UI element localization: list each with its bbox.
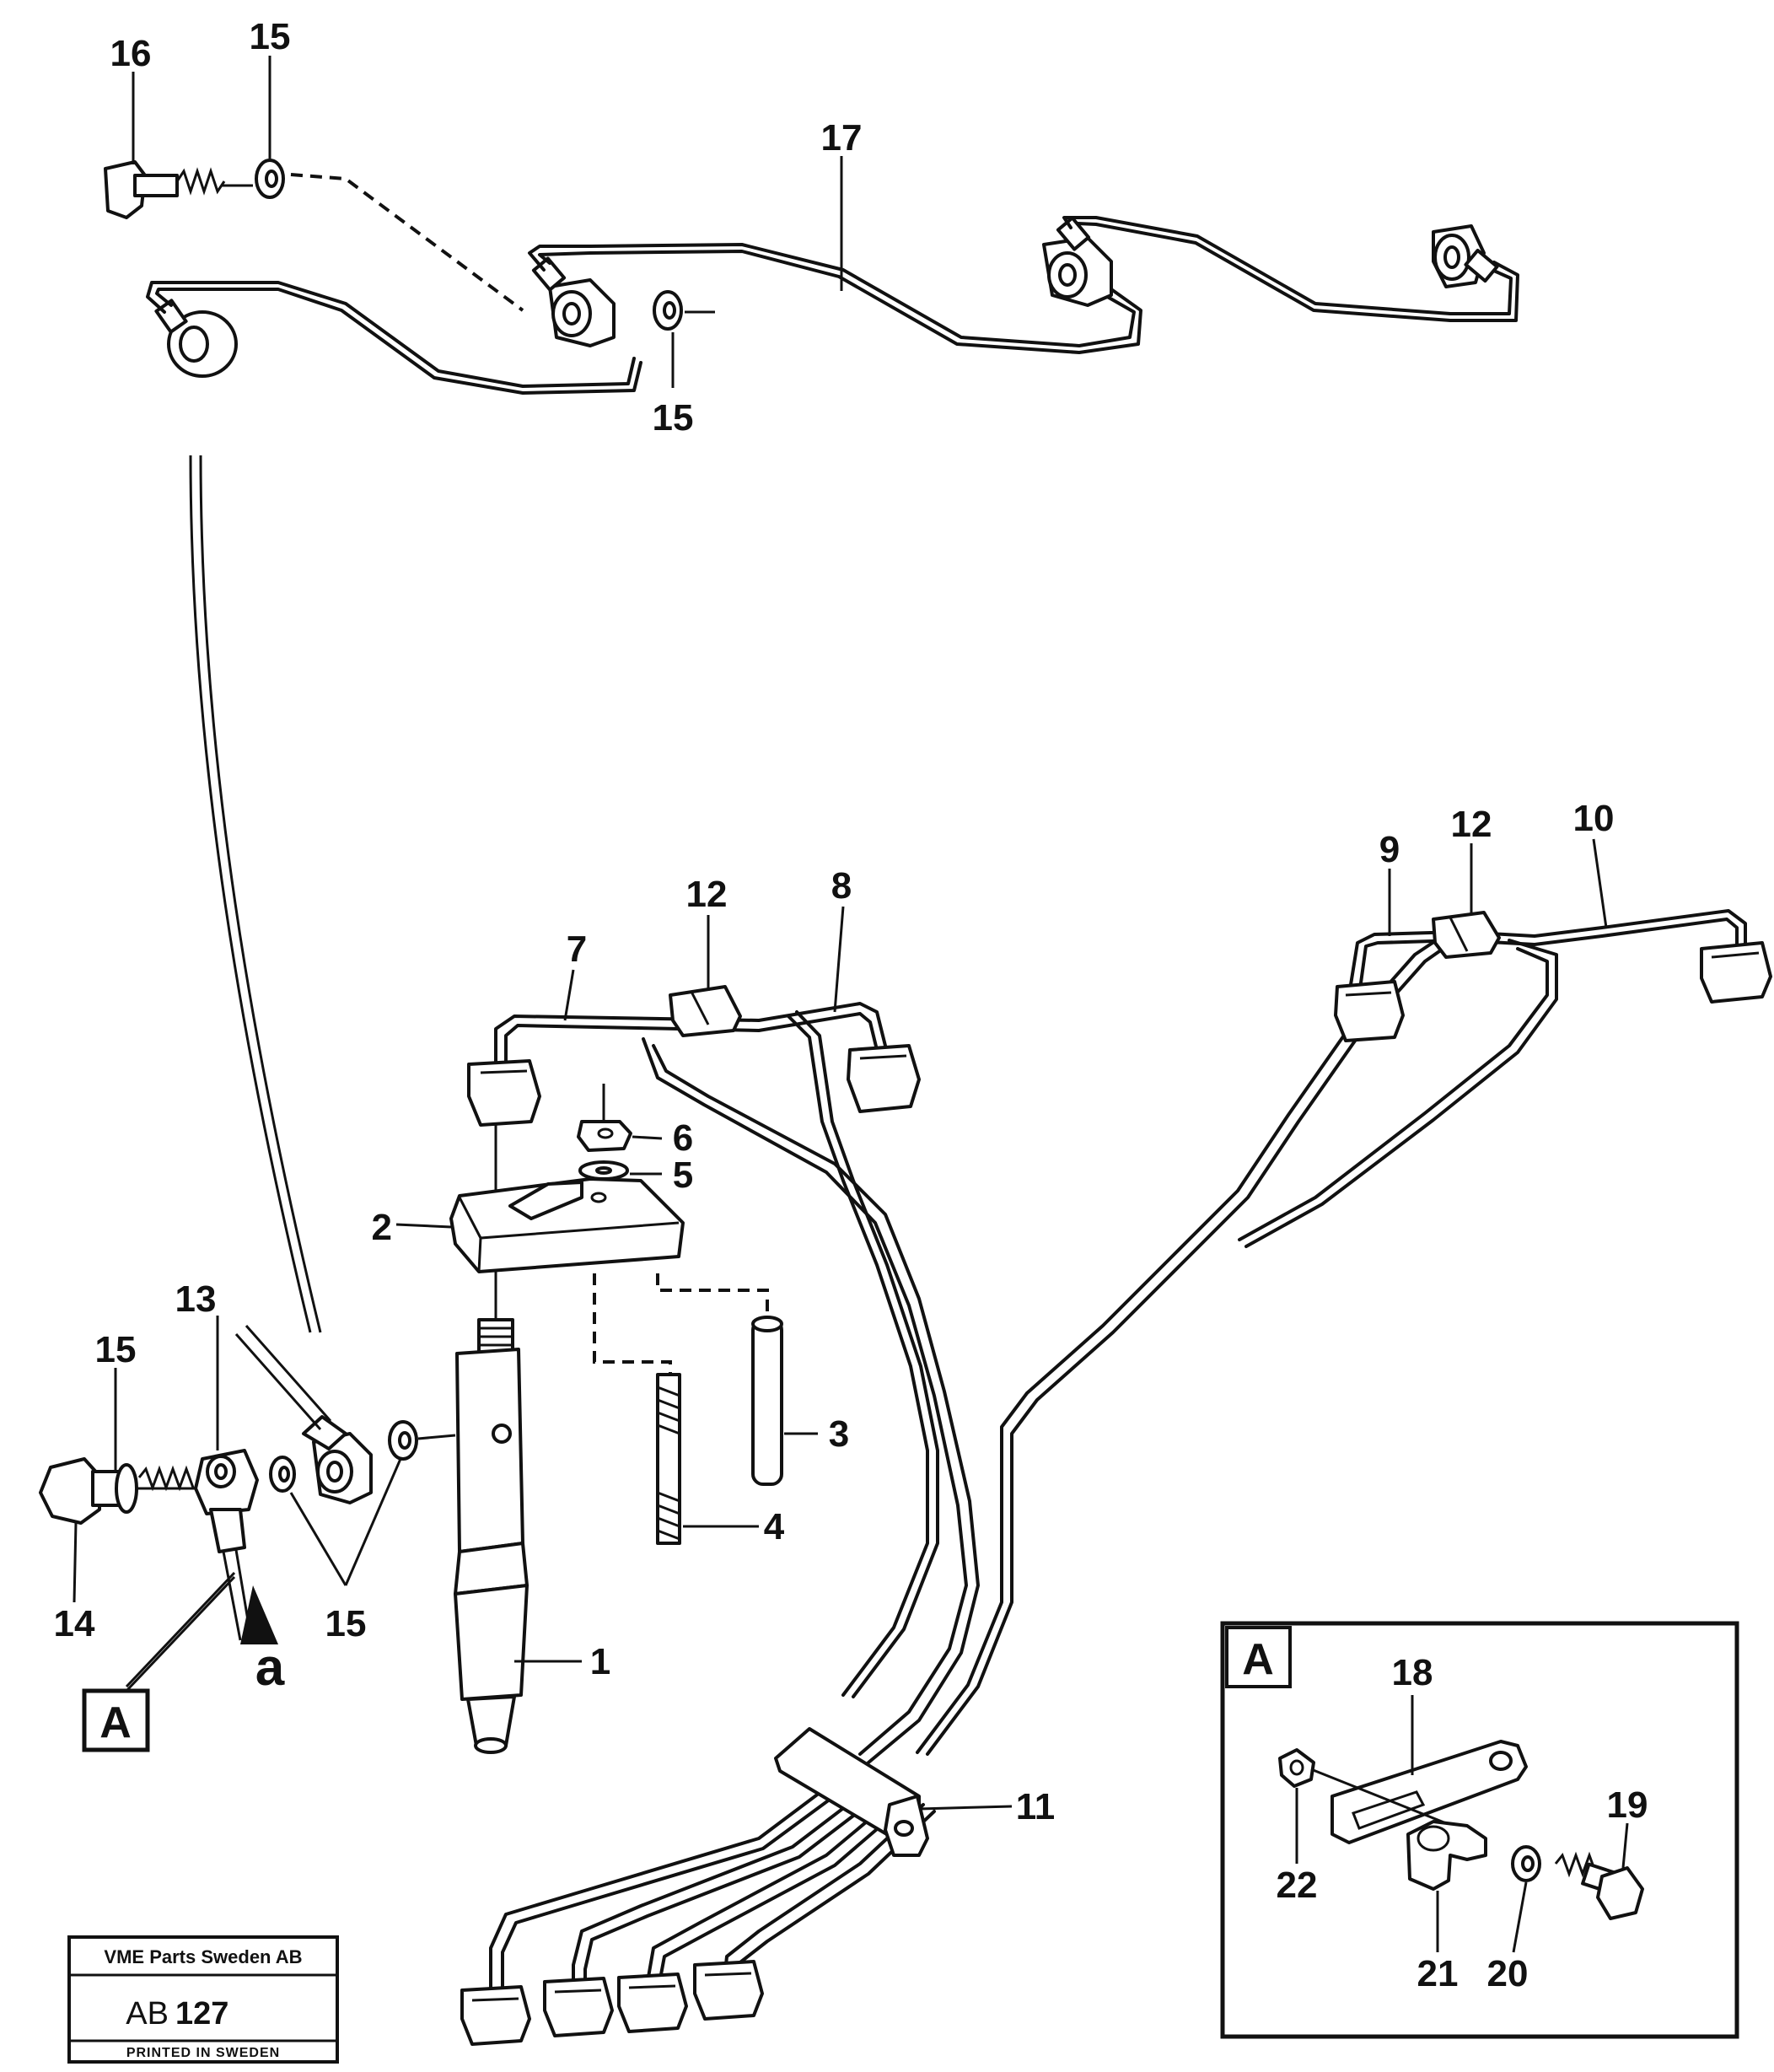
callout-7: 7 — [567, 928, 587, 970]
callout-11: 11 — [1016, 1786, 1056, 1827]
union-nut-pipe-10 — [1700, 941, 1772, 1004]
detail-view-label: A — [1242, 1635, 1274, 1684]
callout-15-bottom: 15 — [325, 1603, 367, 1644]
callout-1: 1 — [590, 1641, 610, 1682]
callout-labels: 16 15 17 15 12 10 9 12 8 7 6 5 2 13 15 3… — [54, 16, 1648, 1994]
clamp-bracket-2 — [449, 1177, 685, 1273]
fuel-injector-1 — [454, 1318, 529, 1754]
return-fuel-line-assembly — [104, 56, 1519, 395]
stamp-code-prefix: AB — [126, 1996, 169, 2032]
pipe-clamp-11 — [774, 1727, 929, 1857]
callout-6: 6 — [673, 1117, 693, 1159]
callout-15-middle: 15 — [653, 397, 694, 439]
pipe-clip-12-left — [669, 985, 742, 1037]
washer-20 — [1511, 1845, 1541, 1882]
banjo-bolt-14 — [39, 1457, 202, 1525]
view-arrow-a — [240, 1585, 278, 1644]
title-block-stamp: VME Parts Sweden AB AB 127 PRINTED IN SW… — [67, 1935, 339, 2064]
callout-12-left: 12 — [686, 874, 728, 915]
union-nut-pipe-8 — [847, 1044, 921, 1113]
copper-washer-15-middle — [653, 290, 715, 331]
copper-washer-15-left — [269, 1456, 296, 1493]
callout-8: 8 — [831, 865, 852, 907]
delivery-pipes-9-10 — [916, 909, 1772, 1756]
copper-washer-15-right — [388, 1420, 456, 1461]
stamp-company: VME Parts Sweden AB — [104, 1946, 302, 1967]
callout-5: 5 — [673, 1154, 693, 1196]
callout-16: 16 — [110, 33, 152, 74]
callout-2: 2 — [372, 1207, 392, 1248]
stamp-footer: PRINTED IN SWEDEN — [126, 2046, 280, 2060]
clamp-strap-18 — [1330, 1740, 1528, 1844]
copper-washer-15-top — [255, 159, 285, 199]
banjo-eye-middle — [531, 256, 616, 347]
callout-15-left: 15 — [95, 1329, 137, 1370]
detail-reference-label: A — [99, 1698, 132, 1747]
detail-view-label-box — [1225, 1626, 1292, 1688]
dowel-pin-3 — [751, 1316, 783, 1486]
detail-view-a: A — [1220, 1621, 1739, 2039]
callout-17: 17 — [821, 117, 863, 159]
nut-6 — [577, 1120, 632, 1152]
union-nut-bottom-1 — [460, 1985, 531, 2046]
callout-20: 20 — [1487, 1953, 1529, 1994]
callout-14: 14 — [54, 1603, 95, 1644]
pipe-clip-12-right — [1432, 911, 1501, 959]
stud-4 — [656, 1373, 681, 1545]
washer-5 — [578, 1160, 629, 1181]
delivery-pipes-7-8 — [467, 985, 980, 1764]
callout-13: 13 — [175, 1278, 217, 1320]
union-nut-bottom-4 — [693, 1960, 764, 2021]
callout-22: 22 — [1277, 1865, 1318, 1906]
leader-lines — [73, 838, 1608, 1811]
callout-18: 18 — [1392, 1652, 1433, 1693]
detail-reference-box: A — [82, 1688, 150, 1752]
stamp-code-number: 127 — [175, 1996, 228, 2032]
view-marker-a: a — [255, 1639, 285, 1697]
banjo-eye-left — [154, 299, 238, 378]
injector-assembly — [39, 1084, 783, 1754]
union-nut-bottom-3 — [617, 1972, 688, 2033]
callout-4: 4 — [764, 1506, 785, 1547]
union-nut-pipe-7 — [467, 1059, 541, 1127]
union-nut-bottom-2 — [543, 1977, 614, 2037]
callout-10: 10 — [1573, 798, 1615, 839]
bolt-19 — [1554, 1851, 1644, 1920]
callout-3: 3 — [829, 1413, 849, 1455]
callout-19: 19 — [1607, 1784, 1648, 1826]
banjo-eye-right-end — [1432, 224, 1499, 288]
p-clamp-21 — [1406, 1820, 1487, 1891]
union-nut-pipe-9 — [1334, 980, 1405, 1042]
callout-15-top: 15 — [250, 16, 291, 57]
pipe-bundle-bottom — [460, 1727, 936, 2046]
callout-12-right: 12 — [1451, 804, 1492, 845]
banjo-eye-right-middle — [1042, 216, 1113, 307]
callout-9: 9 — [1379, 829, 1400, 870]
reference-curve-arrow — [199, 455, 322, 1333]
banjo-bolt-16 — [104, 160, 253, 219]
banjo-fitting-upper — [234, 1325, 373, 1504]
callout-21: 21 — [1417, 1953, 1459, 1994]
